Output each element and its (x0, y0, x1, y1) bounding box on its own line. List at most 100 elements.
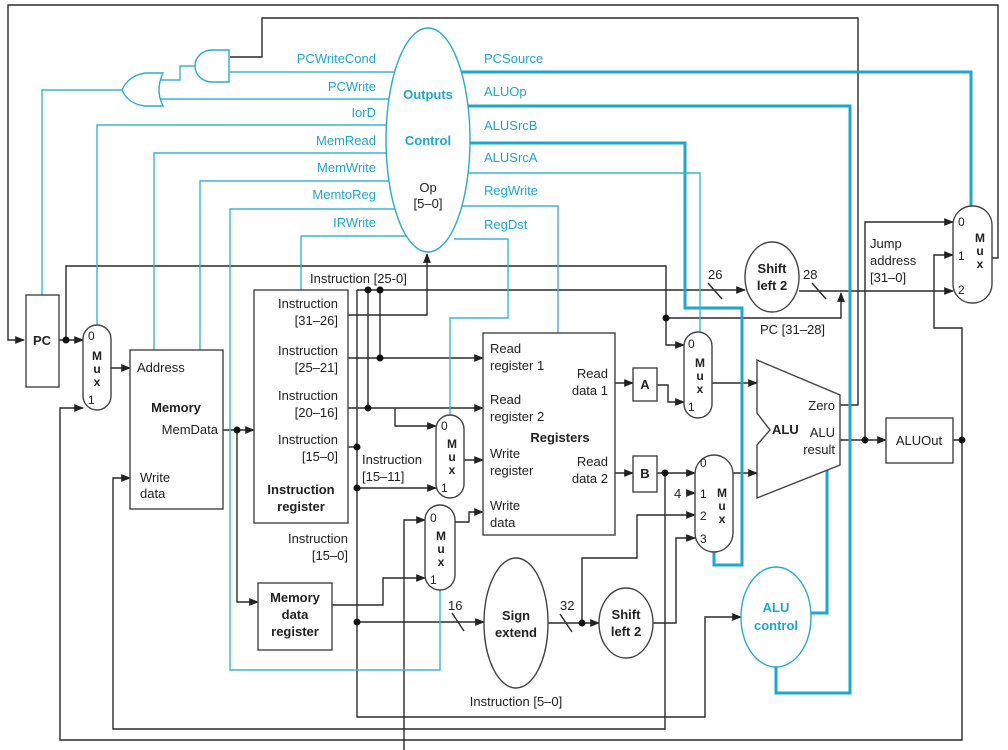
regs-read-data1-2: data 1 (572, 383, 608, 398)
ir-field-15-0: Instruction (278, 432, 338, 447)
wire-signext-to-muxb (581, 511, 696, 623)
mux-letter: x (449, 463, 456, 477)
mux-input-0: 0 (430, 511, 437, 525)
signal-pc-enable (41, 89, 122, 295)
regs-read-data2-2: data 2 (572, 471, 608, 486)
mux-input-1: 1 (430, 573, 437, 587)
control-wires (41, 65, 973, 695)
register-file: Read register 1 Read register 2 Write re… (482, 332, 616, 536)
signal-memread (153, 152, 386, 350)
signal-alusrcb (470, 141, 744, 567)
mux-letter: M (975, 231, 985, 245)
label-regdst: RegDst (484, 217, 528, 232)
label-memwrite: MemWrite (317, 160, 376, 175)
label-jump-address: Jump (870, 236, 902, 251)
pc-label: PC (33, 333, 52, 348)
ir-title-2: register (277, 499, 325, 514)
mux-letter: u (93, 362, 100, 376)
regs-write-data-2: data (490, 515, 516, 530)
mux-letter: u (976, 244, 983, 258)
width-slash-28 (811, 282, 827, 300)
mux-alusrcb: 0 1 2 3 M u x (694, 454, 734, 553)
wire-aluout-to-pcmux (933, 251, 963, 440)
regs-read-data2: Read (577, 454, 608, 469)
wire-a-to-muxa (657, 384, 685, 406)
mux-input-0: 0 (958, 215, 965, 229)
wire-pc-to-alusrca (65, 265, 845, 340)
label-alusrcb: ALUSrcB (484, 118, 537, 133)
ir-title-1: Instruction (267, 482, 334, 497)
control-op-label: Op (419, 180, 436, 195)
regs-write-reg: Write (490, 446, 520, 461)
sign-extend-title-2: extend (495, 625, 537, 640)
mux-letter: M (447, 437, 457, 451)
label-alusrca: ALUSrcA (484, 150, 538, 165)
wire-aluresult-to-pcmux (864, 218, 954, 440)
label-instruction-25-0: Instruction [25-0] (310, 271, 407, 286)
instruction-register: Instruction [31–26] Instruction [25–21] … (253, 289, 349, 524)
regs-write-data: Write (490, 498, 520, 513)
mdr-title-1: Memory (270, 590, 321, 605)
shift-bottom-title-1: Shift (612, 607, 642, 622)
shift-left-2-bottom: Shift left 2 (598, 587, 654, 659)
memory-title: Memory (151, 400, 202, 415)
label-iord: IorD (351, 105, 376, 120)
mux-input-2: 2 (700, 509, 707, 523)
width-slash-16 (451, 612, 465, 632)
mux-input-1: 1 (688, 400, 695, 414)
label-instruction-15-11-bits: [15–11] (362, 469, 404, 484)
label-constant-4: 4 (674, 486, 681, 501)
mux-letter: M (695, 356, 705, 370)
signal-memwrite (199, 180, 389, 350)
wire-pc-to-muxa (665, 318, 685, 349)
regs-read-reg1-2: register 1 (490, 358, 544, 373)
width-slash-32 (559, 613, 573, 633)
mux-input-3: 3 (700, 532, 707, 546)
mux-letter: x (438, 555, 445, 569)
signal-alusrca (468, 172, 701, 332)
control-signal-labels: PCWriteCond PCWrite IorD MemRead MemWrit… (297, 51, 543, 232)
wire-zero-to-and (230, 17, 859, 406)
mux-input-1: 1 (441, 481, 448, 495)
label-pc-31-28: PC [31–28] (760, 322, 825, 337)
regs-read-reg2-2: register 2 (490, 409, 544, 424)
signal-iord (96, 124, 386, 325)
aluout-label: ALUOut (896, 433, 943, 448)
mux-input-2: 2 (958, 283, 965, 297)
mux-input-0: 0 (441, 419, 448, 433)
width-slash-26 (707, 282, 723, 300)
sign-extend: Sign extend (483, 557, 549, 689)
mux-regdst: 0 M u x 1 (435, 414, 465, 499)
control-title: Control (405, 133, 451, 148)
junction-dots (62, 286, 966, 627)
mux-input-1: 1 (88, 393, 95, 407)
label-irwrite: IRWrite (333, 215, 376, 230)
alu: ALU Zero ALU result (756, 358, 841, 500)
pc-register: PC (25, 294, 60, 388)
wire-rt-to-mux1 (394, 408, 437, 430)
b-register: B (632, 455, 658, 493)
mux-letter: u (437, 542, 444, 556)
mux-letter: M (436, 529, 446, 543)
alu-result-label-2: result (803, 442, 835, 457)
regs-write-reg-2: register (490, 463, 534, 478)
label-width-16: 16 (448, 598, 462, 613)
label-width-28: 28 (803, 267, 817, 282)
alu-zero-label: Zero (808, 398, 835, 413)
mux-letter: M (717, 486, 727, 500)
regs-read-reg1: Read (490, 341, 521, 356)
label-jump-address-bits: [31–0] (870, 270, 906, 285)
mux-input-1: 1 (700, 487, 707, 501)
alu-result-label-1: ALU (810, 425, 835, 440)
alu-control-title-1: ALU (763, 600, 790, 615)
label-instruction-15-0: Instruction (288, 531, 348, 546)
mux-input-0: 0 (688, 337, 695, 351)
mux-letter: u (696, 369, 703, 383)
wire-mux2-to-writedata (455, 508, 484, 523)
label-memtoreg: MemtoReg (312, 187, 376, 202)
mux-letter: M (92, 349, 102, 363)
ir-field-20-16-bits: [20–16] (295, 405, 338, 420)
shift-top-title-2: left 2 (757, 278, 787, 293)
signal-aluop (468, 104, 852, 695)
control-op-bits: [5–0] (414, 196, 443, 211)
